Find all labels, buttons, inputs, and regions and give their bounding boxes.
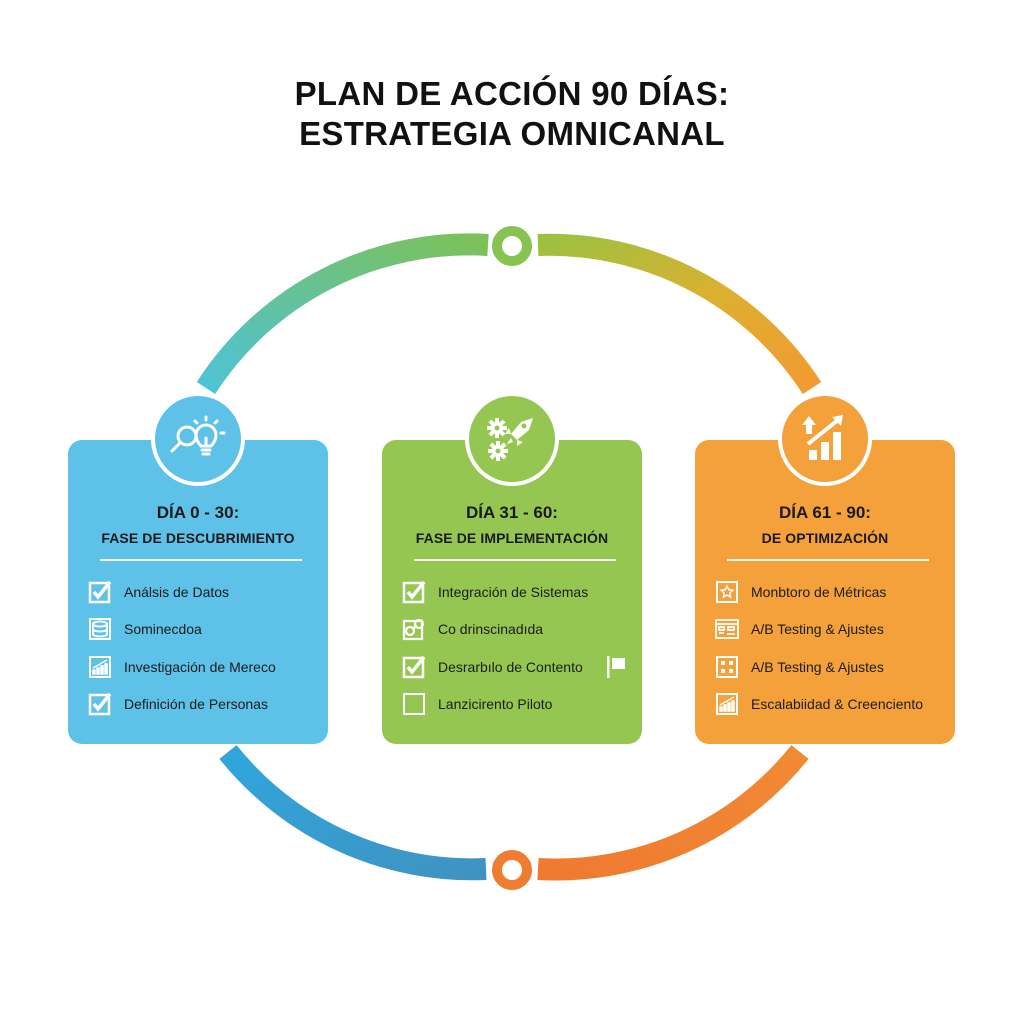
task-label: Desrarbılo de Contento: [438, 658, 583, 675]
list-item: Escalabiidad & Creenciento: [715, 686, 945, 724]
list-item: Sominecdoa: [88, 611, 318, 649]
checkbox-checked-icon: [88, 692, 112, 716]
star-box-icon: [715, 580, 739, 604]
growth-chart-icon: [778, 392, 872, 486]
task-list: Monbtoro de Métricas A/B Testing & Ajust…: [715, 573, 945, 723]
ring-arc-bottom-right: [537, 745, 809, 881]
checkbox-empty-icon: [402, 692, 426, 716]
gears-rocket-icon: [465, 392, 559, 486]
magnifier-lightbulb-icon: [151, 392, 245, 486]
task-label: Integración de Sistemas: [438, 583, 589, 600]
list-item: Desrarbılo de Contento: [402, 648, 632, 686]
title-line-1: PLAN DE ACCIÓN 90 DÍAS:: [294, 75, 730, 112]
list-item: Definición de Personas: [88, 686, 318, 724]
dashboard-icon: [715, 617, 739, 641]
task-label: Análsis de Datos: [124, 583, 230, 600]
divider: [727, 559, 929, 561]
database-icon: [88, 617, 112, 641]
task-label: Investigación de Mereco: [124, 658, 276, 675]
ring-arc-top-right: [537, 233, 822, 394]
title-line-2: ESTRATEGIA OMNICANAL: [299, 115, 725, 152]
bar-chart-icon: [715, 692, 739, 716]
checkbox-checked-icon: [88, 580, 112, 604]
phase-card-implementation: DÍA 31 - 60: FASE DE IMPLEMENTACIÓN Inte…: [382, 392, 642, 744]
task-label: A/B Testing & Ajustes: [751, 658, 884, 675]
phase-day-range: DÍA 0 - 30:: [156, 503, 240, 522]
task-list: Análsis de Datos Sominecdoa Investigació…: [88, 573, 318, 723]
link-icon: [402, 617, 426, 641]
list-item: A/B Testing & Ajustes: [715, 648, 945, 686]
list-item: Integración de Sistemas: [402, 573, 632, 611]
list-item: Lanzicirento Piloto: [402, 686, 632, 724]
checkbox-checked-icon: [402, 580, 426, 604]
task-label: Lanzicirento Piloto: [438, 696, 553, 713]
ring-node-top: [492, 226, 532, 266]
task-label: Definición de Personas: [124, 696, 268, 713]
phase-day-range: DÍA 31 - 60:: [466, 503, 558, 522]
page-title: PLAN DE ACCIÓN 90 DÍAS: ESTRATEGIA OMNIC…: [0, 74, 1024, 154]
list-item: Análsis de Datos: [88, 573, 318, 611]
task-label: Co drinscinadıda: [438, 621, 544, 638]
phase-name: FASE DE IMPLEMENTACIÓN: [415, 530, 609, 546]
divider: [100, 559, 302, 561]
bar-chart-icon: [88, 655, 112, 679]
phase-day-range: DÍA 61 - 90:: [779, 503, 871, 522]
phase-name: DE OPTIMIZACIÓN: [761, 530, 889, 546]
phase-card-optimization: DÍA 61 - 90: DE OPTIMIZACIÓN Monbtoro de…: [695, 392, 955, 744]
phase-card-discovery: DÍA 0 - 30: FASE DE DESCUBRIMIENTO Análs…: [68, 392, 328, 744]
ring-arc-top-left: [196, 233, 489, 394]
task-label: Monbtoro de Métricas: [751, 583, 887, 600]
list-item: Co drinscinadıda: [402, 611, 632, 649]
ring-arc-bottom-left: [219, 745, 487, 881]
task-label: Sominecdoa: [124, 621, 202, 638]
list-item: Monbtoro de Métricas: [715, 573, 945, 611]
divider: [414, 559, 616, 561]
list-item: Investigación de Mereco: [88, 648, 318, 686]
list-item: A/B Testing & Ajustes: [715, 611, 945, 649]
task-list: Integración de Sistemas Co drinscinadıda…: [402, 573, 632, 723]
checkbox-checked-icon: [402, 655, 426, 679]
task-label: Escalabiidad & Creenciento: [751, 696, 923, 713]
phase-name: FASE DE DESCUBRIMIENTO: [101, 530, 295, 546]
grid-dots-icon: [715, 655, 739, 679]
ring-node-bottom: [492, 850, 532, 890]
task-label: A/B Testing & Ajustes: [751, 621, 884, 638]
flag-icon: [605, 655, 627, 679]
